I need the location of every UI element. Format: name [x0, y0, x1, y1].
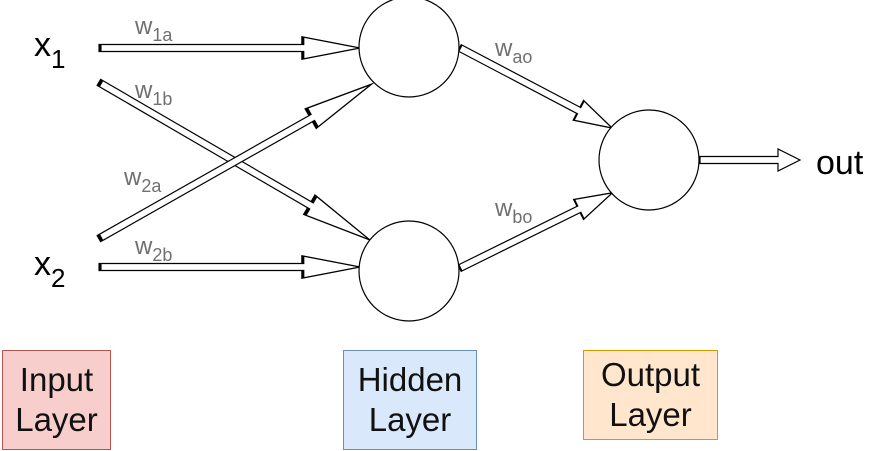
input-x2-sub: 2 [51, 263, 65, 293]
arrow-output [699, 148, 801, 172]
weight-w2a-sub: 2a [141, 176, 162, 196]
weight-w1b-base: w [134, 77, 153, 104]
neurons [358, 0, 700, 322]
input-layer-line2: Layer [15, 401, 98, 438]
weight-wao-base: w [494, 35, 513, 62]
weight-wbo-base: w [494, 195, 513, 222]
weight-labels: w1a w1b w2a w2b wao wbo [123, 13, 532, 265]
input-label-x1: x1 [34, 26, 65, 74]
input-x1-sub: 1 [51, 44, 65, 74]
output-layer-line1: Output [600, 356, 701, 393]
weight-label-w2b: w2b [134, 233, 172, 265]
output-neuron [598, 109, 700, 211]
weight-label-w2a: w2a [123, 164, 162, 196]
weight-w1a-sub: 1a [152, 25, 173, 45]
output-label: out [816, 144, 864, 182]
hidden-layer-box: Hidden Layer [343, 350, 477, 450]
arrow-b-to-out [454, 181, 619, 279]
weight-label-wao: wao [494, 35, 532, 67]
weight-wbo-sub: bo [512, 207, 532, 227]
weight-w1a-base: w [134, 13, 153, 40]
weight-w2b-base: w [134, 233, 153, 260]
arrow-x1-to-a [98, 35, 362, 61]
arrow-a-to-out [453, 37, 619, 139]
weight-w2a-base: w [123, 164, 142, 191]
hidden-layer-line2: Layer [368, 401, 452, 438]
weight-label-w1a: w1a [134, 13, 173, 45]
input-x2-base: x [34, 245, 51, 283]
hidden-neuron-a [358, 0, 460, 98]
output-layer-line2: Layer [609, 396, 692, 433]
weight-w2b-sub: 2b [152, 245, 172, 265]
input-layer-line1: Input [19, 361, 94, 398]
output-layer-box: Output Layer [583, 350, 718, 440]
input-layer-box: Input Layer [2, 350, 111, 450]
input-label-x2: x2 [34, 245, 65, 293]
weight-w1b-sub: 1b [152, 89, 172, 109]
weight-label-wbo: wbo [494, 195, 532, 227]
input-x1-base: x [34, 26, 51, 64]
weight-wao-sub: ao [512, 47, 532, 67]
weight-label-w1b: w1b [134, 77, 172, 109]
hidden-layer-line1: Hidden [357, 361, 463, 398]
hidden-neuron-b [358, 220, 460, 322]
